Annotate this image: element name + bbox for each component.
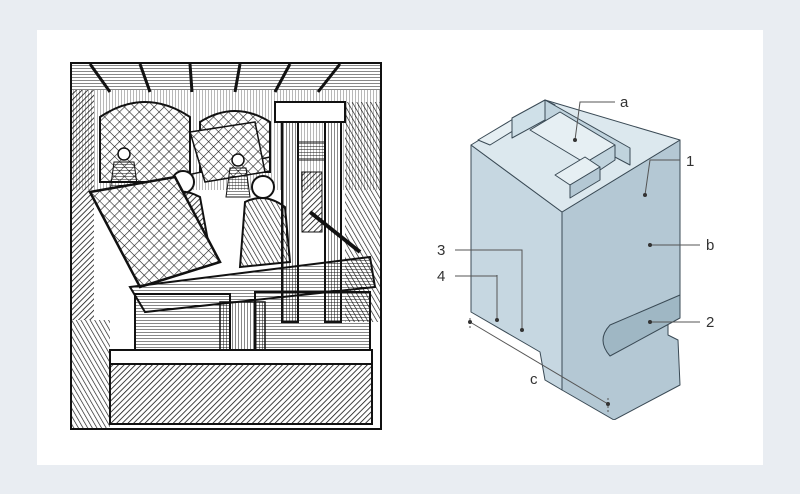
callout-3: 3 — [437, 242, 445, 259]
callout-1: 1 — [686, 153, 694, 170]
movable-type-sort-diagram: a 1 b 2 3 4 c — [437, 94, 714, 420]
callout-a: a — [620, 94, 629, 111]
callout-b: b — [706, 237, 714, 254]
printing-press-woodcut-image — [70, 62, 382, 430]
callout-2: 2 — [706, 314, 714, 331]
callout-c: c — [530, 371, 538, 388]
callout-4: 4 — [437, 268, 445, 285]
